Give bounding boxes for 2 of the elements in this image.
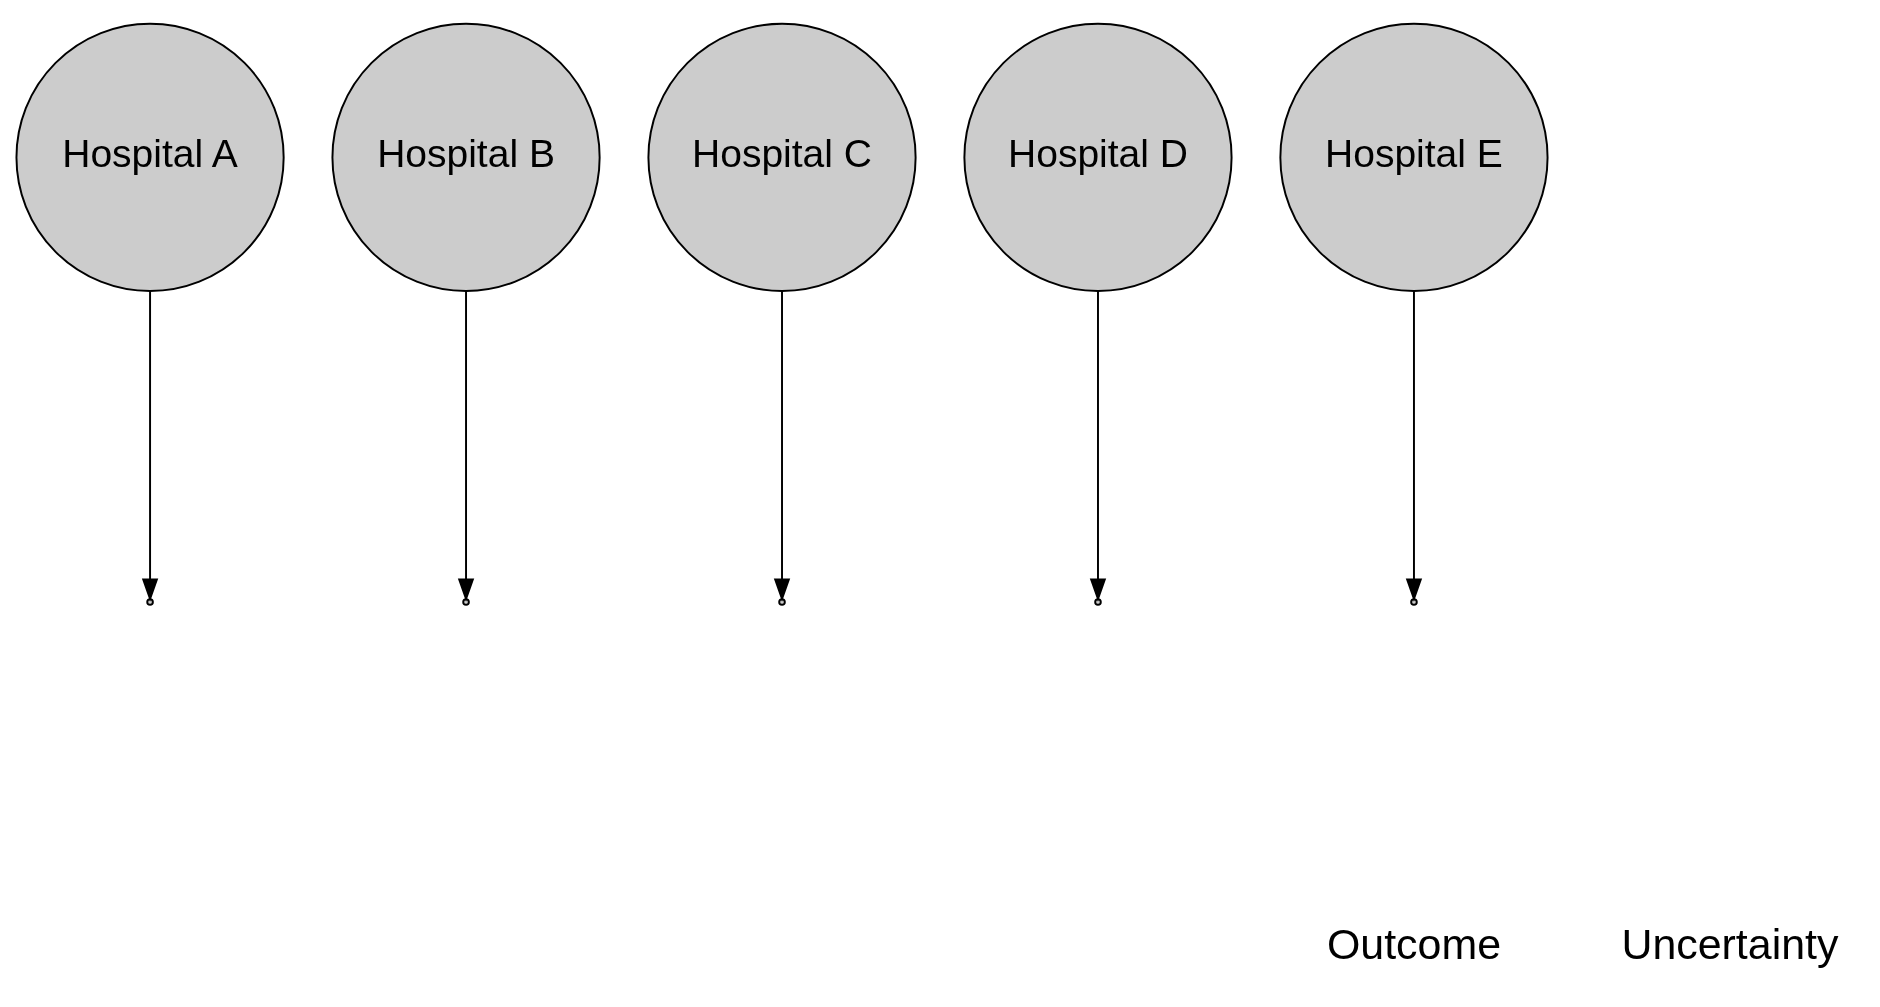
label: Outcome <box>1326 920 1501 969</box>
label: Uncertainty <box>1621 920 1839 969</box>
